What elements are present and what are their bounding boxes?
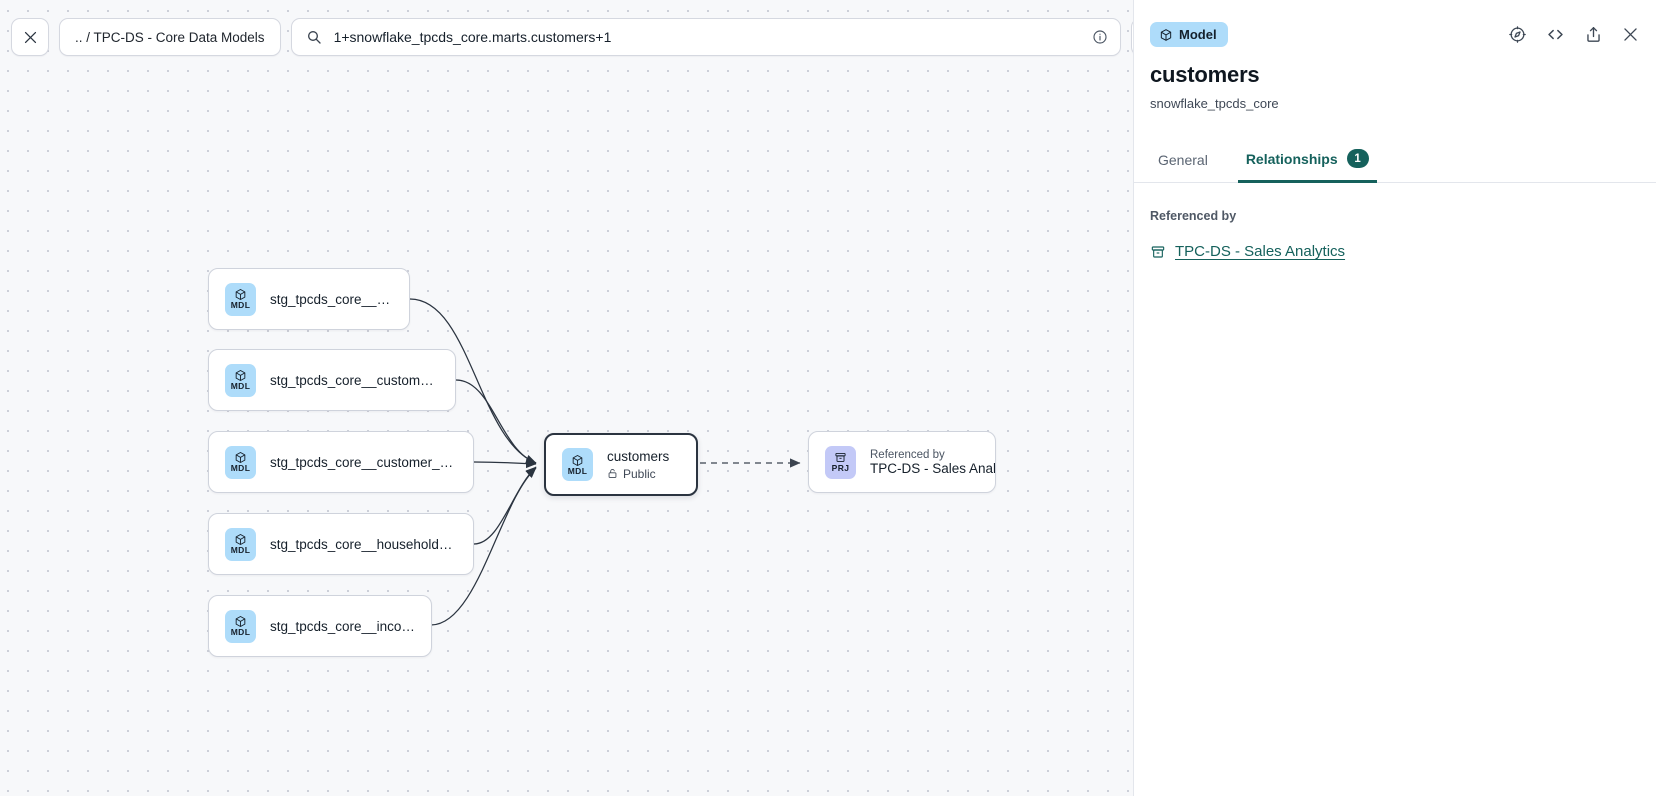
node-body: stg_tpcds_core__customer_demogra… <box>270 455 457 470</box>
node-body: Referenced by TPC-DS - Sales Analytics <box>870 448 996 476</box>
tab-relationships[interactable]: Relationships 1 <box>1237 140 1377 183</box>
node-title: TPC-DS - Sales Analytics <box>870 460 996 476</box>
panel-tabs: General Relationships 1 <box>1134 140 1656 183</box>
search-input[interactable] <box>331 28 1082 46</box>
badge-text: MDL <box>230 627 251 637</box>
graph-node[interactable]: MDL stg_tpcds_core__customer_demogra… <box>208 431 474 493</box>
cube-icon <box>234 615 247 628</box>
badge-text: MDL <box>230 463 251 473</box>
node-title: stg_tpcds_core__household_demogr… <box>270 536 457 552</box>
panel-toolbar: Model <box>1134 0 1656 56</box>
node-kicker: Referenced by <box>870 448 945 461</box>
badge-text: PRJ <box>831 463 850 473</box>
model-badge: MDL <box>562 448 593 481</box>
lock-icon <box>607 468 618 479</box>
tab-label: Relationships <box>1245 150 1338 167</box>
cube-icon <box>234 369 247 382</box>
badge-text: MDL <box>567 465 588 476</box>
graph-node-project[interactable]: PRJ Referenced by TPC-DS - Sales Analyti… <box>808 431 996 493</box>
cube-icon <box>234 533 247 546</box>
list-item[interactable]: TPC-DS - Sales Analytics <box>1150 243 1640 260</box>
node-title: customers <box>607 448 670 464</box>
close-lineage-button[interactable] <box>11 18 49 56</box>
close-icon[interactable] <box>1621 25 1640 44</box>
reference-link[interactable]: TPC-DS - Sales Analytics <box>1175 243 1346 260</box>
node-title: stg_tpcds_core__income_band <box>270 618 415 634</box>
model-badge: MDL <box>225 282 256 316</box>
node-visibility-label: Public <box>623 466 656 481</box>
node-body: stg_tpcds_core__household_demogr… <box>270 537 457 552</box>
badge-text: MDL <box>230 545 251 555</box>
code-icon[interactable] <box>1545 24 1566 45</box>
cube-icon <box>1159 28 1173 42</box>
model-badge: MDL <box>225 609 256 643</box>
tab-badge: 1 <box>1346 149 1369 168</box>
project-badge: PRJ <box>825 445 856 479</box>
tab-general[interactable]: General <box>1150 143 1216 183</box>
cube-icon <box>571 454 584 467</box>
panel-content: Referenced by TPC-DS - Sales Analytics <box>1134 183 1656 260</box>
panel-header: customers snowflake_tpcds_core <box>1134 56 1656 111</box>
graph-node[interactable]: MDL stg_tpcds_core__customer_address <box>208 349 456 411</box>
model-chip-label: Model <box>1179 27 1217 42</box>
breadcrumb-label: .. / TPC-DS - Core Data Models <box>75 29 265 45</box>
badge-text: MDL <box>230 300 251 310</box>
model-badge: MDL <box>225 445 256 479</box>
cube-icon <box>234 451 247 464</box>
share-icon[interactable] <box>1584 25 1603 44</box>
lineage-search[interactable] <box>290 18 1121 56</box>
section-label: Referenced by <box>1150 209 1237 223</box>
node-visibility: Public <box>607 467 669 481</box>
node-title: stg_tpcds_core__customer <box>270 291 393 307</box>
graph-node[interactable]: MDL stg_tpcds_core__customer <box>208 268 410 330</box>
graph-node[interactable]: MDL stg_tpcds_core__income_band <box>208 595 432 657</box>
lineage-edges <box>409 298 801 626</box>
info-icon[interactable] <box>1092 29 1108 45</box>
lineage-graph: MDL stg_tpcds_core__customer MDL stg_t <box>208 268 996 657</box>
project-icon <box>1150 244 1166 260</box>
panel-subtitle: snowflake_tpcds_core <box>1150 96 1279 111</box>
tab-label: General <box>1158 152 1208 168</box>
model-badge: MDL <box>225 527 256 561</box>
project-icon <box>834 451 847 464</box>
explore-icon[interactable] <box>1508 25 1527 44</box>
canvas-toolbar: .. / TPC-DS - Core Data Models <box>11 18 1133 56</box>
node-title: stg_tpcds_core__customer_demogra… <box>270 454 457 470</box>
node-title: stg_tpcds_core__customer_address <box>270 372 439 388</box>
graph-node-focused[interactable]: MDL customers Public <box>544 433 698 496</box>
cube-icon <box>234 288 247 301</box>
graph-node[interactable]: MDL stg_tpcds_core__household_demogr… <box>208 513 474 575</box>
node-body: stg_tpcds_core__income_band <box>270 619 415 634</box>
close-icon <box>22 29 39 46</box>
details-panel: Model <box>1133 0 1656 796</box>
model-badge: MDL <box>225 363 256 397</box>
page-title: customers <box>1150 62 1260 87</box>
breadcrumb[interactable]: .. / TPC-DS - Core Data Models <box>59 18 281 56</box>
refresh-button[interactable] <box>1130 18 1133 56</box>
search-icon <box>306 29 322 45</box>
node-body: customers Public <box>607 449 669 481</box>
panel-action-group <box>1508 24 1640 45</box>
model-type-chip[interactable]: Model <box>1150 22 1228 47</box>
node-body: stg_tpcds_core__customer <box>270 292 393 307</box>
lineage-canvas[interactable]: .. / TPC-DS - Core Data Models <box>0 0 1133 796</box>
node-body: stg_tpcds_core__customer_address <box>270 373 439 388</box>
badge-text: MDL <box>230 381 251 391</box>
